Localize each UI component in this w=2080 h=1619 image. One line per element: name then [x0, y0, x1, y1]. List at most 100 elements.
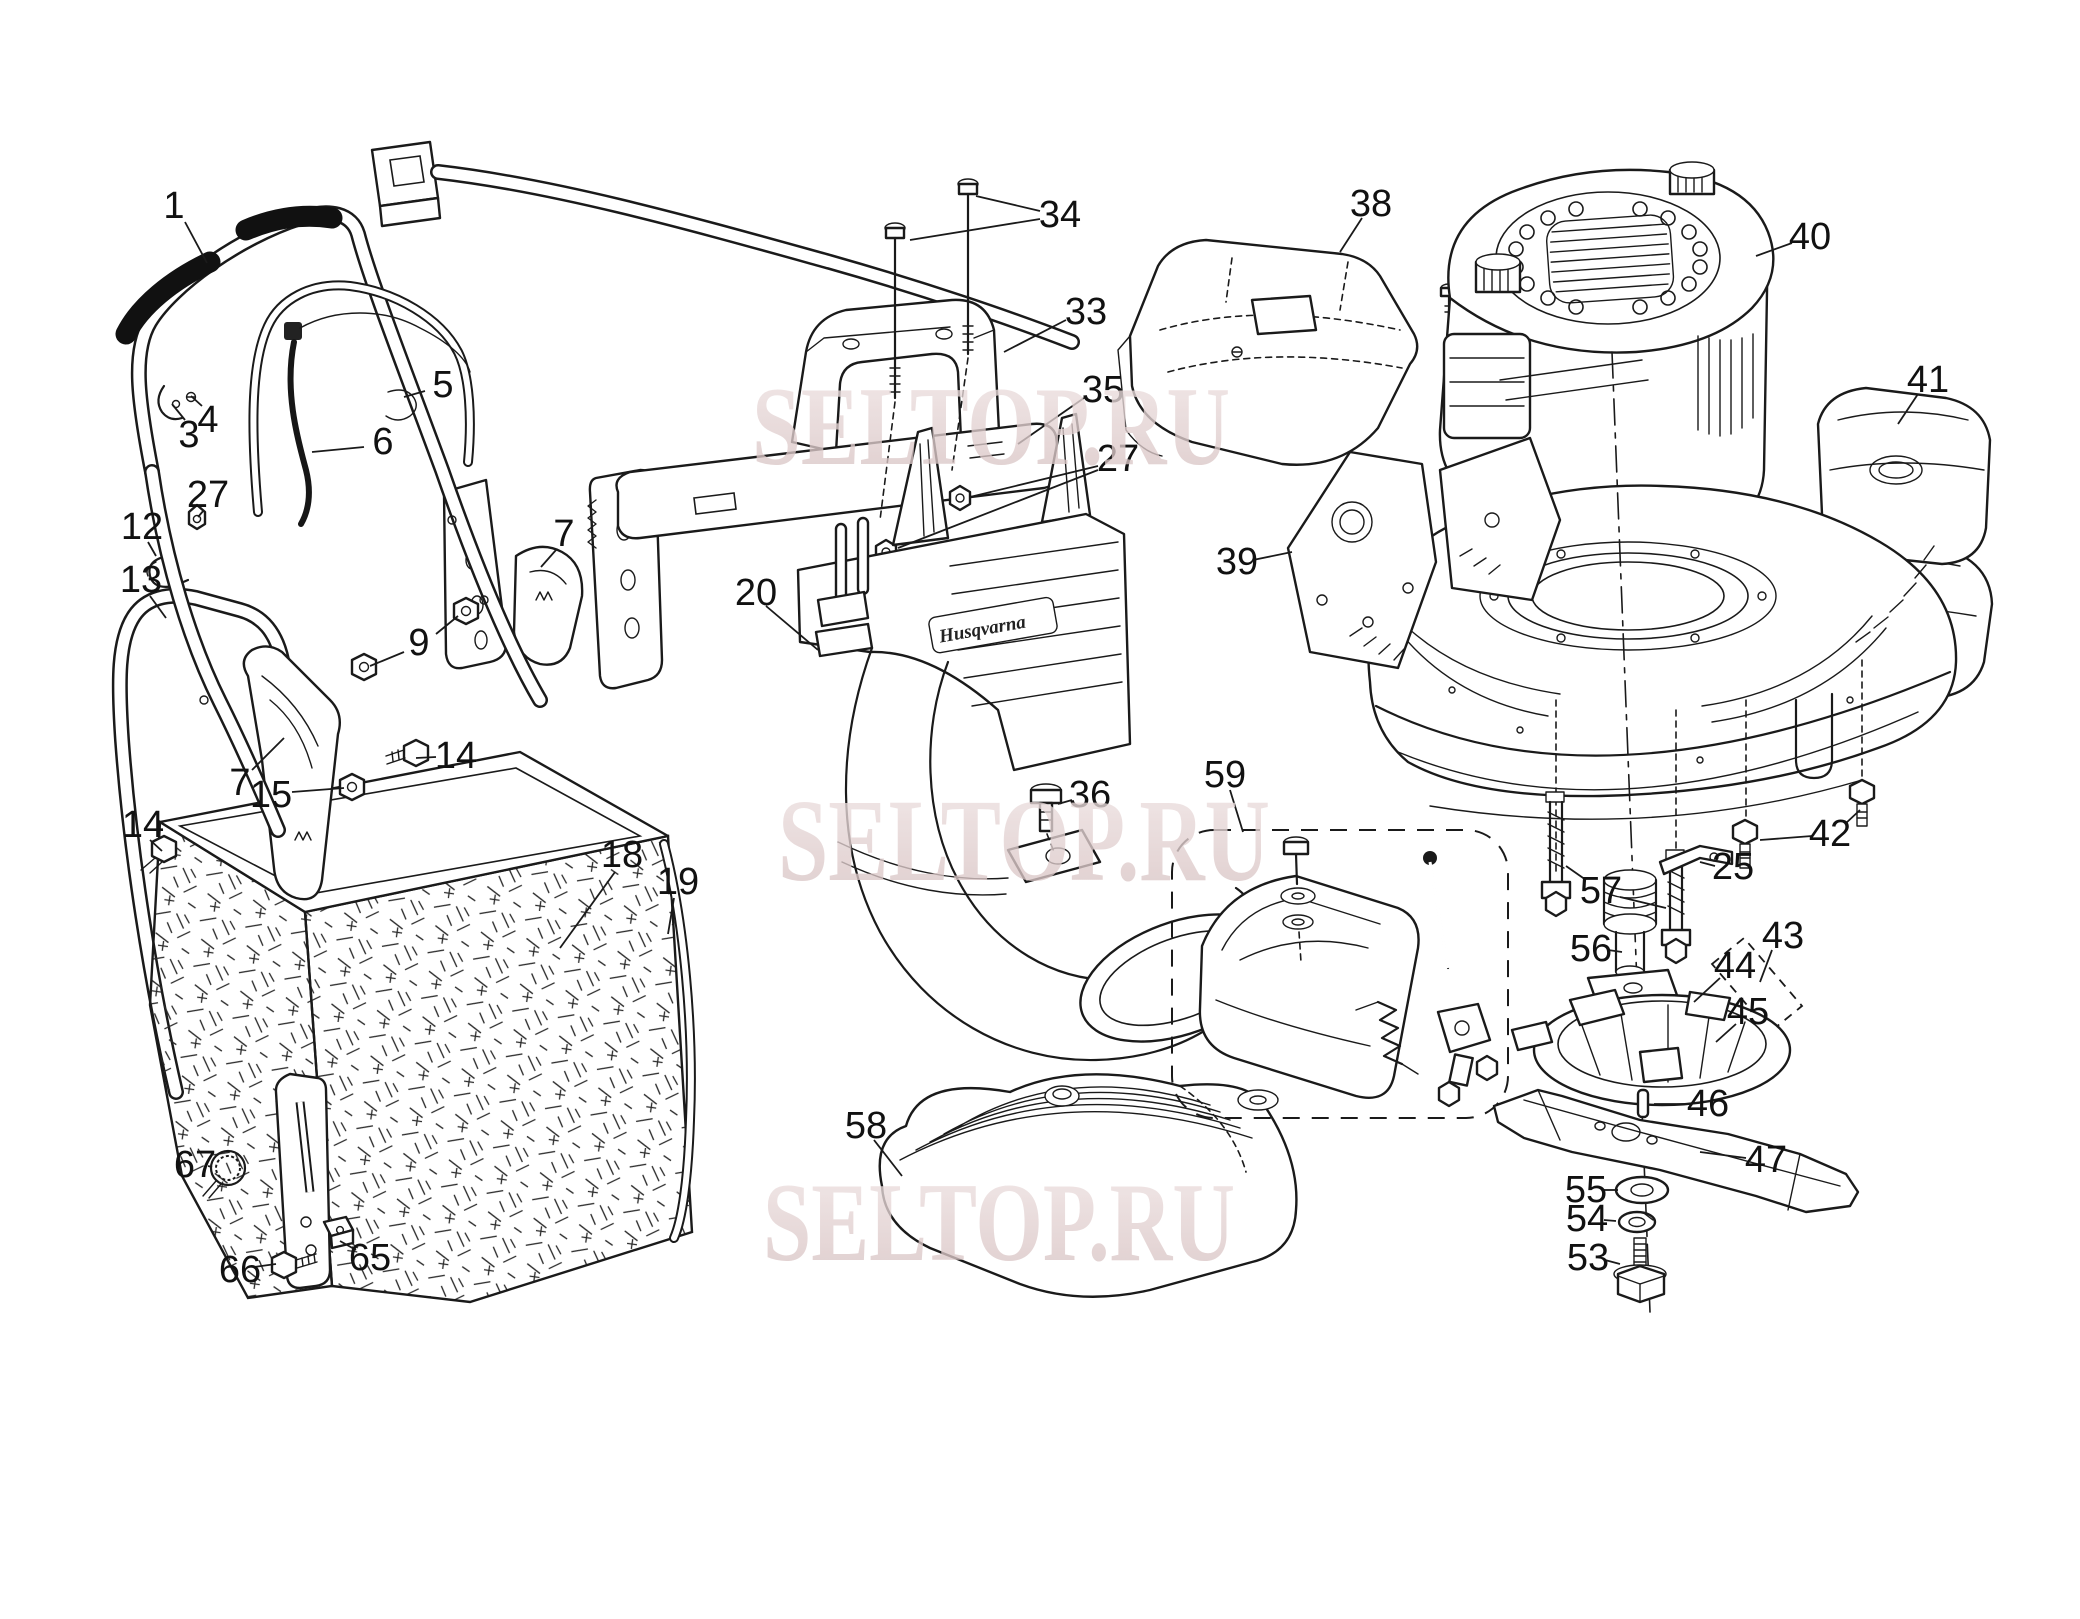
part-number-9-9: 9: [408, 622, 429, 664]
leader-line-27: [197, 509, 205, 518]
part-number-6-4: 6: [372, 421, 393, 463]
deck-bolts-42: [1731, 778, 1876, 869]
lever-3: [157, 384, 184, 421]
leader-line-14: [149, 839, 163, 852]
part-number-18-14: 18: [601, 834, 643, 876]
part-number-7-10: 7: [229, 762, 250, 804]
watermark-1: SELTOP.RU: [778, 775, 1270, 906]
part-number-44-36: 44: [1714, 945, 1756, 987]
nut-27b: [948, 484, 972, 512]
bolt-14-right: [385, 738, 430, 768]
deflector-kit-59: [1171, 829, 1509, 1119]
watermark-0: SELTOP.RU: [752, 365, 1230, 489]
part-number-35-22: 35: [1082, 369, 1124, 411]
leader-line-40: [1755, 242, 1793, 257]
bolt-66: [270, 1250, 318, 1280]
spring: [1376, 1000, 1404, 1066]
part-number-5-3: 5: [432, 364, 453, 406]
leader-line-36: [1057, 799, 1073, 805]
handle-hardware: [140, 384, 480, 874]
lock-washer-54: [1617, 1210, 1657, 1234]
recoil-bolt-holes: [1508, 201, 1708, 315]
leader-line-35: [1017, 397, 1085, 445]
part-number-3-1: 3: [178, 414, 199, 456]
part-number-57-33: 57: [1580, 870, 1622, 912]
leader-line-39: [1252, 551, 1293, 561]
part-number-43-35: 43: [1762, 915, 1804, 957]
oil-cap: [1474, 253, 1522, 294]
part-number-15-11: 15: [250, 774, 292, 816]
leader-line-9: [369, 651, 405, 667]
part-number-40-26: 40: [1789, 216, 1831, 258]
part-number-27-23: 27: [1097, 438, 1139, 480]
leader-line-34: [975, 195, 1041, 212]
bolt-36: [1029, 783, 1063, 853]
cable-6: [284, 312, 471, 527]
part-number-33-21: 33: [1065, 291, 1107, 333]
leader-line-66: [253, 1263, 277, 1268]
part-number-4-2: 4: [197, 399, 218, 441]
leader-line-15: [291, 787, 345, 793]
part-number-65-18: 65: [349, 1237, 391, 1279]
part-number-55-40: 55: [1565, 1169, 1607, 1211]
part-number-41-27: 41: [1907, 359, 1949, 401]
leader-line-34: [909, 218, 1041, 241]
nut-27: [187, 503, 207, 531]
leader-line-14: [415, 756, 437, 759]
leader-line-47: [1699, 1151, 1747, 1159]
leader-line-13: [149, 595, 167, 619]
leader-line-57: [1565, 865, 1587, 881]
bag-rim-inner: [177, 767, 643, 895]
leader-line-1: [184, 221, 208, 264]
part-number-59-29: 59: [1204, 754, 1246, 796]
leader-line-20: [765, 605, 819, 651]
deck-brackets-39: [1286, 436, 1562, 670]
fuel-cap: [1668, 161, 1716, 196]
chute-mount-ear: [1006, 828, 1102, 884]
cam-lever-7: [512, 545, 584, 666]
leader-line-27: [969, 465, 1099, 498]
part-number-14-13: 14: [122, 804, 164, 846]
part-number-13-7: 13: [120, 559, 162, 601]
bail-control-bar: [248, 280, 475, 517]
leader-line-19: [667, 897, 675, 935]
part-number-54-41: 54: [1566, 1198, 1608, 1240]
part-number-45-37: 45: [1727, 991, 1769, 1033]
leader-line-7: [251, 737, 285, 771]
leader-line-42: [1844, 809, 1861, 825]
leader-line-58: [873, 1139, 903, 1177]
leader-line-44: [1693, 977, 1721, 1003]
part-number-34-20: 34: [1039, 194, 1081, 236]
leader-line-33: [1003, 319, 1067, 353]
deflector-scoop: [1198, 874, 1420, 1099]
part-number-12-6: 12: [121, 506, 163, 548]
part-number-56-34: 56: [1570, 928, 1612, 970]
part-number-20-19: 20: [735, 572, 777, 614]
leader-line-27: [897, 469, 1099, 549]
leader-line-65: [339, 1240, 357, 1251]
leader-line-54: [1603, 1219, 1617, 1222]
clip-65: [322, 1215, 355, 1250]
part-number-14-12: 14: [435, 735, 477, 777]
zone-bracket-5: [385, 389, 417, 421]
watermarks: SELTOP.RU SELTOP.RU SELTOP.RU: [752, 365, 1270, 1285]
leader-line-7: [540, 549, 557, 568]
washer-55: [1614, 1175, 1670, 1205]
mulch-plug: [878, 1073, 1298, 1298]
leader-line-4: [190, 395, 203, 407]
leader-line-18: [559, 871, 616, 949]
leader-line-12: [147, 541, 157, 557]
dashed-box-43: [1710, 936, 1804, 1034]
leader-line-25: [1699, 861, 1716, 867]
leader-line-42: [1759, 835, 1813, 841]
latch-lever-7: [242, 645, 341, 901]
part-number-38-24: 38: [1350, 183, 1392, 225]
watermark-2: SELTOP.RU: [763, 1161, 1235, 1285]
louver-grille: [1546, 214, 1675, 304]
part-number-7-8: 7: [553, 513, 574, 555]
air-guide-cover-38: [1117, 238, 1419, 466]
part-number-36-28: 36: [1069, 774, 1111, 816]
pin-46: [1636, 1088, 1650, 1119]
